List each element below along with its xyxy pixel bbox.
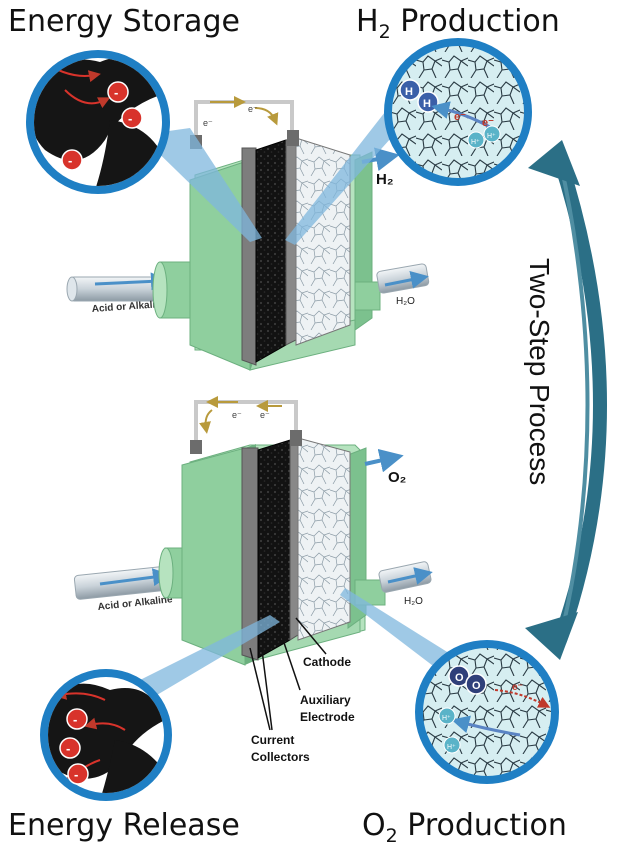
h2-charge-1: e⁻ (454, 111, 466, 123)
top-inlet-flow-arrow (94, 272, 169, 291)
h2-ion-2 (483, 125, 501, 143)
storage-ion-2 (121, 107, 143, 129)
bottom-electron-left: e⁻ (232, 410, 242, 420)
bottom-inlet-flow-arrow (99, 568, 171, 587)
top-inlet-label: Acid or Alkaline (91, 299, 167, 315)
svg-text:H: H (405, 86, 413, 98)
zoom-energy-release: - - - (40, 669, 172, 801)
top-gas-label: H₂ (376, 171, 394, 188)
release-ion-3 (67, 763, 89, 785)
svg-text:H⁺: H⁺ (447, 744, 456, 751)
title-o2-subscript: 2 (385, 825, 398, 847)
top-electron-left: e⁻ (203, 118, 213, 128)
title-h2-main: H (356, 4, 379, 39)
title-energy-storage: Energy Storage (8, 4, 240, 39)
title-o2-main: O (362, 808, 386, 843)
bottom-cathode (297, 437, 351, 641)
bottom-gas-label: O₂ (388, 469, 406, 486)
storage-ion-1 (107, 81, 129, 103)
label-auxiliary-line2: Electrode (300, 710, 355, 724)
svg-text:H⁺: H⁺ (487, 133, 496, 140)
release-ion-2 (59, 737, 81, 759)
title-o2-production: O2 Production (362, 808, 567, 847)
bottom-inlet-label: Acid or Alkaline (97, 594, 173, 613)
svg-text:O: O (455, 672, 464, 684)
svg-text:O: O (472, 680, 481, 692)
process-label: Two-Step Process (524, 258, 555, 485)
top-outlet-label: H₂O (396, 296, 415, 307)
zoom-h2-production: H H e⁻ e⁻ H⁺ H⁺ (384, 38, 532, 186)
top-outlet-pipe (376, 263, 430, 294)
arrowhead-bottom (525, 612, 578, 660)
svg-text:H⁺: H⁺ (442, 715, 451, 722)
beam-h2 (285, 112, 400, 245)
o2-charge-1: e⁻ (512, 682, 523, 693)
label-current-collectors-line2: Collectors (251, 750, 310, 764)
two-step-arrow (525, 140, 607, 660)
top-carbon-electrode (255, 139, 287, 363)
svg-text:-: - (74, 767, 78, 782)
bottom-electron-right: e⁻ (260, 410, 270, 420)
title-h2-subscript: 2 (378, 21, 391, 43)
beam-release (120, 615, 280, 705)
top-electron-right: e⁻ (248, 104, 258, 114)
svg-text:H⁺: H⁺ (471, 139, 480, 146)
storage-ion-3 (61, 149, 83, 171)
beam-storage (140, 128, 262, 242)
title-h2-production: H2 Production (356, 4, 560, 43)
bottom-gas-arrow (364, 448, 404, 473)
title-h2-rest: Production (390, 4, 560, 39)
zoom-o2-production: O O e⁻ H⁺ H⁺ (415, 640, 559, 784)
svg-text:-: - (66, 741, 70, 756)
svg-text:-: - (73, 712, 77, 727)
svg-text:-: - (68, 153, 72, 168)
o2-ion-2 (443, 736, 461, 754)
label-current-collectors-line1: Current (251, 733, 294, 747)
o2-ion-1 (438, 707, 456, 725)
title-o2-rest: Production (397, 808, 567, 843)
h2-atom-1 (399, 79, 421, 101)
release-ion-1 (66, 708, 88, 730)
svg-text:-: - (128, 111, 132, 126)
arrowhead-top (528, 140, 580, 186)
svg-text:-: - (114, 85, 118, 100)
bottom-outlet-label: H₂O (404, 596, 423, 607)
zoom-energy-storage: - - - (26, 50, 170, 194)
bottom-wire (194, 400, 298, 440)
o2-atom-2 (465, 673, 487, 695)
label-auxiliary-line1: Auxiliary (300, 693, 351, 707)
beam-o2 (340, 588, 460, 675)
label-cathode: Cathode (303, 655, 351, 669)
h2-ion-1 (467, 131, 485, 149)
title-energy-release: Energy Release (8, 808, 240, 843)
bottom-cell: Acid or Alkaline e⁻ e⁻ H₂O (73, 396, 433, 764)
svg-text:H: H (423, 98, 431, 110)
